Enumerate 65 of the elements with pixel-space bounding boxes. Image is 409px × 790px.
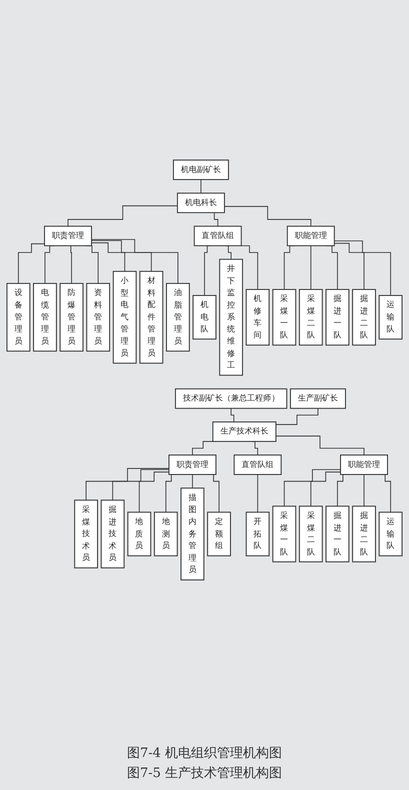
node-box: 小型电气管理员 [112,270,137,364]
figure-caption: 图7-4 机电组织管理机构图 [126,745,282,762]
connector [138,472,170,513]
node-box: 生产副矿长 [290,388,346,409]
node-box: 掘进二队 [352,506,376,562]
node-box: 掘进二队 [352,289,376,346]
connector [240,245,258,290]
connector [276,436,364,456]
node-box: 采煤技术员 [74,500,98,568]
connector [310,472,341,507]
connector [224,206,312,227]
node-box: 采煤一队 [272,506,296,562]
connector [225,245,232,260]
connector [86,468,170,501]
node-box: 井下监控系统维修工 [219,258,243,376]
connector [192,441,214,456]
node-box: 直管队组 [194,226,242,246]
node-box: 采煤一队 [272,289,296,346]
node-box: 机电副矿长 [172,160,229,180]
node-box: 采煤二队 [298,289,323,346]
node-box: 地测员 [154,512,178,556]
node-box: 职能管理 [340,454,388,475]
node-box: 掘进技术员 [100,500,125,568]
node-box: 职能管理 [286,226,335,246]
connector [91,242,126,272]
node-box: 直管队组 [234,454,282,475]
node-box: 地质员 [127,512,152,556]
node-box: 掘进一队 [326,506,350,562]
connector [18,243,45,284]
connector [204,245,210,296]
node-box: 掘进一队 [326,289,350,346]
node-box: 电缆管理员 [33,282,57,352]
connector [334,240,392,296]
connector [200,179,202,194]
connector [284,469,341,507]
node-box: 定额组 [207,512,231,556]
connector [252,441,258,456]
node-box: 运输队 [378,512,403,556]
node-box: 机修车间 [246,289,270,346]
connector [91,239,178,284]
node-box: 设备管理员 [6,282,30,352]
node-box: 生产技术科长 [212,421,276,442]
node-box: 采煤二队 [298,506,323,562]
node-box: 机电队 [192,295,216,340]
connector [257,474,258,513]
connector [192,474,193,488]
node-box: 职责管理 [44,226,92,246]
connector [334,242,364,290]
node-box: 职责管理 [168,454,216,475]
node-box: 运输队 [378,295,403,340]
figure-caption: 图7-5 生产技术管理机构图 [126,765,282,782]
node-box: 技术副矿长（兼总工程师） [174,388,288,409]
node-box: 油脂管理员 [166,282,190,352]
connector [276,408,318,425]
node-box: 资料管理员 [86,282,110,352]
node-box: 防爆管理员 [60,282,84,352]
node-box: 机电科长 [176,192,225,214]
connector [68,205,178,227]
connector [91,240,152,272]
connector [70,245,72,284]
node-box: 材料配件管理员 [139,270,164,364]
node-box: 开拓队 [246,512,270,556]
connector [310,245,312,290]
node-box: 描图内务管理员 [180,488,204,580]
connector [112,469,170,501]
